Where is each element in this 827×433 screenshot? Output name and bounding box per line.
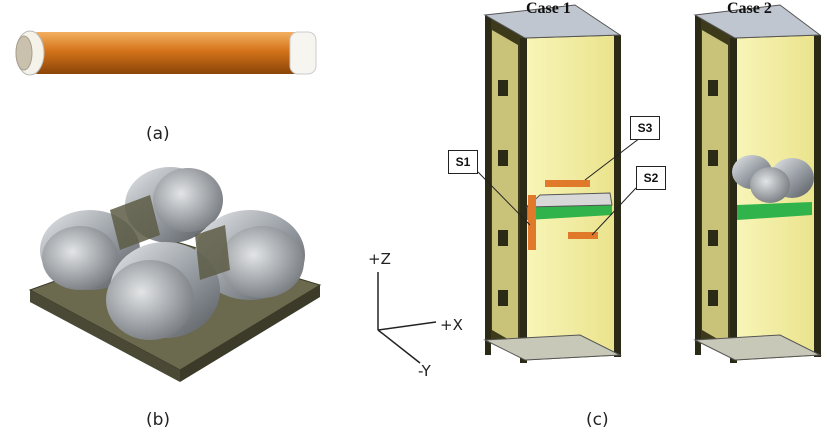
case2-title: Case 2 — [727, 0, 772, 17]
magnetorquer-rod — [15, 30, 317, 76]
sensor-s1-rod — [528, 195, 536, 250]
panel-c-label: (c) — [586, 410, 609, 430]
sensor-s3-rod — [545, 180, 590, 187]
panel-b-label: (b) — [146, 410, 171, 430]
sensor-s1-label: S1 — [448, 150, 478, 174]
s3-leader — [584, 137, 641, 181]
s2-leader — [591, 187, 637, 236]
axis-x-label: +X — [440, 316, 463, 334]
axis-z-label: +Z — [368, 250, 391, 268]
sensor-s2-label: S2 — [636, 166, 666, 190]
panel-a-label: (a) — [146, 124, 170, 144]
reaction-wheel-assembly — [28, 167, 322, 382]
cubesat-case2 — [693, 4, 822, 363]
cubesat-case1 — [483, 4, 622, 363]
sensor-s3-label: S3 — [630, 116, 660, 140]
s1-leader — [477, 171, 531, 226]
axis-y-label: -Y — [418, 362, 431, 380]
sensor-s2-rod — [568, 232, 598, 239]
case1-title: Case 1 — [526, 0, 571, 17]
coordinate-axes — [377, 272, 437, 364]
